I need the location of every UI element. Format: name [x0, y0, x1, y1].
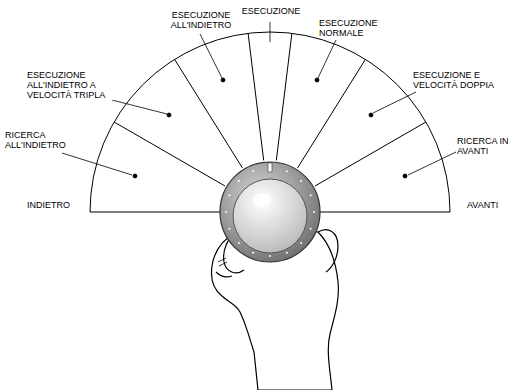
knob-tick: [228, 194, 230, 196]
sector-line: [114, 122, 225, 186]
knob-tick: [269, 255, 271, 257]
hand-thumb: [318, 230, 338, 272]
leader-line: [318, 40, 336, 78]
sector-line: [320, 212, 450, 213]
dial-label: ESECUZIONE: [240, 6, 302, 16]
leader-line: [408, 152, 456, 175]
leader-dot: [167, 113, 171, 117]
dial-label: ESECUZIONE ALL'INDIETRO: [160, 10, 242, 30]
knob-highlight: [253, 193, 271, 207]
sector-line: [248, 33, 264, 160]
knob-tick: [300, 180, 302, 182]
leader-line: [112, 100, 167, 114]
hand-finger: [216, 272, 232, 277]
dial-label: ESECUZIONE NORMALE: [318, 18, 390, 38]
dial-label: RICERCA IN AVANTI: [456, 136, 514, 156]
knob-tick: [238, 242, 240, 244]
dial-label: INDIETRO: [26, 200, 88, 210]
knob-tick: [225, 211, 227, 213]
knob-ticks: [225, 167, 315, 257]
sector-line: [276, 33, 292, 160]
knob-cap: [233, 179, 307, 253]
knob: [220, 162, 320, 262]
knob-tick: [238, 180, 240, 182]
leader-line: [62, 153, 132, 175]
leader-dot: [369, 113, 373, 117]
dial-label: ESECUZIONE ALL'INDIETRO A VELOCITÀ TRIPL…: [26, 70, 123, 100]
knob-ring: [220, 162, 320, 262]
dial-label: AVANTI: [466, 200, 514, 210]
knob-tick: [286, 170, 288, 172]
knob-tick: [300, 242, 302, 244]
dial-label: RICERCA ALL'INDIETRO: [4, 130, 76, 150]
knob-tick: [286, 252, 288, 254]
leader-line: [270, 22, 271, 42]
leader-line: [373, 92, 416, 113]
sector-line: [175, 59, 243, 167]
leader-dot: [133, 174, 137, 178]
leader-dot: [315, 78, 319, 82]
knob-tick: [310, 228, 312, 230]
knob-tick: [313, 211, 315, 213]
sector-line: [298, 59, 366, 167]
knob-tick: [228, 228, 230, 230]
knob-tick: [269, 167, 271, 169]
leader-dot: [403, 174, 407, 178]
dial-label: ESECUZIONE E VELOCITÀ DOPPIA: [412, 70, 514, 90]
knob-tick: [252, 252, 254, 254]
knob-tick: [310, 194, 312, 196]
knob-tick: [252, 170, 254, 172]
leader-line: [200, 34, 222, 78]
sector-line: [315, 122, 426, 186]
sector-line: [90, 212, 220, 213]
knob-index: [268, 163, 272, 172]
leader-lines: [62, 22, 456, 178]
hand-nail: [218, 258, 227, 266]
leader-dot: [221, 78, 225, 82]
